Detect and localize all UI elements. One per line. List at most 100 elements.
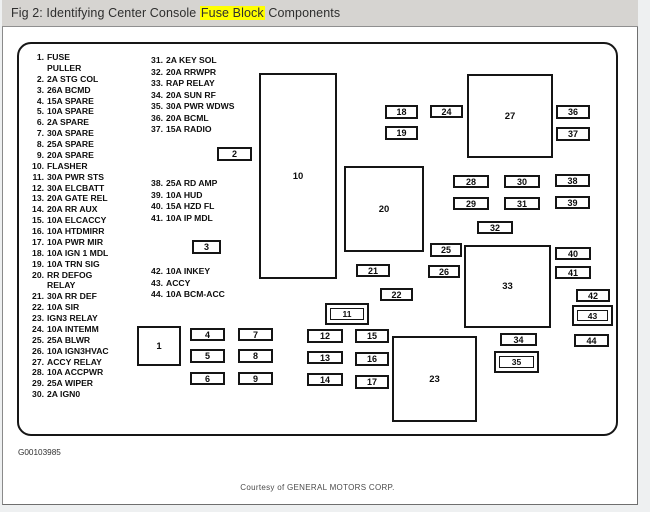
legend-item-label: RAP RELAY xyxy=(166,78,215,88)
legend-item: 32.20A RRWPR xyxy=(145,67,234,79)
fuse-box-8: 8 xyxy=(238,349,273,363)
legend-item-number: 39. xyxy=(151,189,163,200)
fuse-box-27: 27 xyxy=(467,74,553,158)
fuse-box-29: 29 xyxy=(453,197,489,210)
legend-item-number: 33. xyxy=(151,78,163,88)
fuse-box-9: 9 xyxy=(238,372,273,385)
fuse-box-32: 32 xyxy=(477,221,513,234)
legend-item-number: 40. xyxy=(151,201,163,211)
legend-item-number: 30. xyxy=(32,389,44,400)
fuse-box-28: 28 xyxy=(453,175,489,188)
fuse-box-17: 17 xyxy=(355,375,389,389)
fuse-box-2: 2 xyxy=(217,147,252,161)
fuse-box-10: 10 xyxy=(259,73,337,279)
legend-item-label: 10A INKEY xyxy=(166,266,211,276)
fuse-box-7: 7 xyxy=(238,328,273,341)
fuse-box-37: 37 xyxy=(556,127,590,141)
legend-item-number xyxy=(27,280,44,291)
legend-item-label: 20A GATE REL xyxy=(47,193,108,204)
fuse-box-12: 12 xyxy=(307,329,343,343)
figure-title-text: Fig 2: Identifying Center Console Fuse B… xyxy=(11,6,340,20)
legend-item: 18.10A IGN 1 MDL xyxy=(27,248,109,259)
fuse-box-13: 13 xyxy=(307,351,343,364)
legend-item: 42.10A INKEY xyxy=(145,266,225,278)
legend-item-number: 24. xyxy=(32,323,44,334)
legend-item-label: 10A ELCACCY xyxy=(47,215,107,226)
fuse-box-39: 39 xyxy=(555,196,590,209)
fuse-box-33: 33 xyxy=(464,245,551,328)
fuse-box-26: 26 xyxy=(428,265,460,278)
legend-item: 24.10A INTEMM xyxy=(27,324,109,335)
legend-item-number: 1. xyxy=(36,52,44,62)
fuse-box-38: 38 xyxy=(555,174,590,187)
legend-item-number: 34. xyxy=(151,89,163,100)
legend-item-number: 21. xyxy=(32,291,44,302)
legend-item: 8.25A SPARE xyxy=(27,139,109,150)
legend-item-label: 2A SPARE xyxy=(47,117,90,128)
courtesy-note: Courtesy of GENERAL MOTORS CORP. xyxy=(240,483,395,492)
legend-item-number: 9. xyxy=(36,149,44,160)
legend-item-number: 16. xyxy=(32,226,44,236)
legend-item: 28.10A ACCPWR xyxy=(27,367,109,378)
legend-item: 17.10A PWR MIR xyxy=(27,237,109,248)
legend-item: 33.RAP RELAY xyxy=(145,78,234,90)
legend-item-number: 27. xyxy=(32,356,44,367)
legend-item: 11.30A PWR STS xyxy=(27,172,109,183)
legend-item: 9.20A SPARE xyxy=(27,150,109,161)
legend-item-label: 26A BCMD xyxy=(47,84,91,95)
legend-item: 44.10A BCM-ACC xyxy=(145,289,225,301)
legend-item-label: 10A SPARE xyxy=(47,106,94,117)
legend-item: 1.FUSE xyxy=(27,52,109,63)
legend-item-label: IGN3 RELAY xyxy=(47,313,98,323)
fuse-box-6: 6 xyxy=(190,372,225,385)
legend-item: 36.20A BCML xyxy=(145,113,234,125)
legend-item-number: 32. xyxy=(151,66,163,77)
legend-item-label: 10A PWR MIR xyxy=(47,236,104,247)
legend-item: 37.15A RADIO xyxy=(145,124,234,136)
legend-item-label: 10A IGN 1 MDL xyxy=(47,247,109,258)
legend-item-number: 14. xyxy=(32,204,44,215)
fuse-box-1: 1 xyxy=(137,326,181,366)
legend-item-label: 15A HZD FL xyxy=(166,201,215,211)
legend-item-number: 36. xyxy=(151,112,163,123)
legend-item-number: 7. xyxy=(36,128,44,139)
legend-item-label: 10A IP MDL xyxy=(166,212,213,223)
legend-item-number: 6. xyxy=(36,117,44,128)
fuse-box-20: 20 xyxy=(344,166,424,252)
fuse-box-40: 40 xyxy=(555,247,591,260)
legend-item-label: 20A RR AUX xyxy=(47,204,98,215)
legend-item: 31.2A KEY SOL xyxy=(145,55,234,67)
fuse-box-18: 18 xyxy=(385,105,418,119)
figure-ref-code: G00103985 xyxy=(18,448,61,457)
legend-item-number: 20. xyxy=(32,269,44,280)
legend-item-number: 25. xyxy=(32,334,44,345)
fuse-box-41: 41 xyxy=(555,266,591,279)
legend-item-number: 3. xyxy=(36,84,44,95)
fuse-box-4: 4 xyxy=(190,328,225,341)
legend-item-label: 2A STG COL xyxy=(47,73,99,84)
legend-item-number: 12. xyxy=(32,182,44,193)
figure-title-bar: Fig 2: Identifying Center Console Fuse B… xyxy=(2,0,638,27)
legend-item-number xyxy=(27,63,44,74)
fuse-box-36: 36 xyxy=(556,105,590,119)
legend-item: 22.10A SIR xyxy=(27,302,109,313)
legend-item-number: 43. xyxy=(151,277,163,288)
legend-item-label: 10A INTEMM xyxy=(47,323,99,334)
legend-item: RELAY xyxy=(27,280,109,291)
legend-item-number: 44. xyxy=(151,289,163,299)
fuse-box-35: 35 xyxy=(494,351,539,373)
title-highlight: Fuse Block xyxy=(199,6,265,20)
legend-item: 41.10A IP MDL xyxy=(145,213,217,225)
legend-item: 3.26A BCMD xyxy=(27,85,109,96)
legend-item: 34.20A SUN RF xyxy=(145,90,234,102)
legend-item: 39.10A HUD xyxy=(145,190,217,202)
legend-item: 13.20A GATE REL xyxy=(27,193,109,204)
legend-item-label: RELAY xyxy=(47,280,76,291)
legend-item: 7.30A SPARE xyxy=(27,128,109,139)
legend-item: 38.25A RD AMP xyxy=(145,178,217,190)
legend-item-label: 30A ELCBATT xyxy=(47,182,105,193)
legend-item-number: 37. xyxy=(151,124,163,134)
legend-item-number: 13. xyxy=(32,193,44,204)
fuse-box-3: 3 xyxy=(192,240,221,254)
